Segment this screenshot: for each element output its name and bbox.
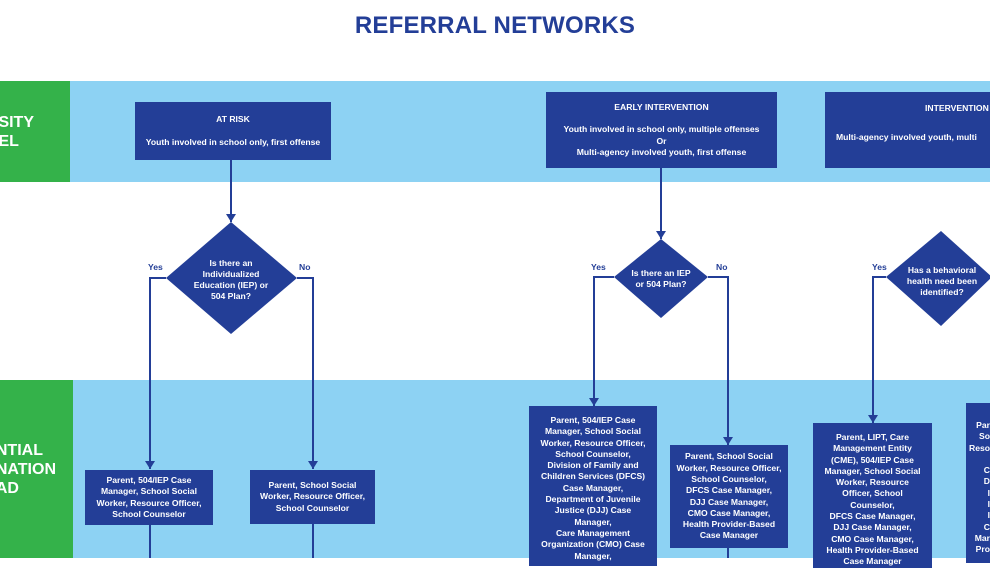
arrow-head xyxy=(868,415,878,423)
outcome-text: Parent, School Social Worker, Resource O… xyxy=(260,480,365,513)
outcome-box-at-risk-yes: Parent, 504/IEP Case Manager, School Soc… xyxy=(85,470,213,525)
outcome-text: Parent, LIPT, Care Management Entity (CM… xyxy=(824,432,921,567)
arrow-head xyxy=(308,461,318,469)
decision-diamond-1 xyxy=(166,222,297,334)
level-header: EARLY INTERVENTION xyxy=(614,101,709,112)
arrow-head xyxy=(723,437,733,445)
decision-1-yes-label: Yes xyxy=(148,262,163,272)
outcome-box-early-no: Parent, School Social Worker, Resource O… xyxy=(670,445,788,548)
outcome-text: Par So Reso C D I I I C Mar Pro xyxy=(968,420,990,555)
decision-diamond-2 xyxy=(614,239,708,318)
page-title: REFERRAL NETWORKS xyxy=(354,12,636,39)
outcome-text: Parent, School Social Worker, Resource O… xyxy=(676,451,782,541)
arrow-head xyxy=(145,461,155,469)
outcome-box-early-yes: Parent, 504/IEP Case Manager, School Soc… xyxy=(529,406,657,566)
decision-2-no-label: No xyxy=(716,262,728,272)
outcome-text: Parent, 504/IEP Case Manager, School Soc… xyxy=(96,474,202,519)
level-header: AT RISK xyxy=(216,114,250,125)
connector-decision1-yes xyxy=(149,277,166,469)
severity-level-lane-label: SITY EL xyxy=(0,81,70,182)
outcome-box-intervention-no: Par So Reso C D I I I C Mar Pro xyxy=(966,403,990,563)
outcome-box-intervention-yes: Parent, LIPT, Care Management Entity (CM… xyxy=(813,423,932,568)
outcome-box-at-risk-no: Parent, School Social Worker, Resource O… xyxy=(250,470,375,524)
initial-coordination-lane-label: NTIAL NATION AD xyxy=(0,380,73,558)
decision-2-yes-label: Yes xyxy=(591,262,606,272)
decision-1-no-label: No xyxy=(299,262,311,272)
decision-diamond-3 xyxy=(886,231,990,326)
connector-decision1-no xyxy=(297,277,314,469)
level-box-at-risk: AT RISK Youth involved in school only, f… xyxy=(135,102,331,160)
level-header: INTERVENTION xyxy=(925,103,989,113)
arrow-head xyxy=(226,214,236,222)
arrow-head xyxy=(656,231,666,239)
decision-question-3: Has a behavioral health need been identi… xyxy=(906,265,978,297)
decision-question-1: Is there an Individualized Education (IE… xyxy=(193,258,269,301)
arrow-head xyxy=(589,398,599,406)
level-description: Multi-agency involved youth, multi xyxy=(836,132,977,143)
level-box-early-intervention: EARLY INTERVENTION Youth involved in sch… xyxy=(546,92,777,168)
level-box-intervention: INTERVENTION Multi-agency involved youth… xyxy=(825,92,990,168)
severity-level-label-text: SITY EL xyxy=(0,113,34,150)
level-description: Youth involved in school only, multiple … xyxy=(563,124,760,157)
initial-coordination-label-text: NTIAL NATION AD xyxy=(0,441,56,497)
decision-3-yes-label: Yes xyxy=(872,262,887,272)
connector-decision2-yes xyxy=(593,276,614,406)
connector-decision3-yes xyxy=(872,276,886,423)
decision-question-2: Is there an IEP or 504 Plan? xyxy=(631,268,691,289)
outcome-text: Parent, 504/IEP Case Manager, School Soc… xyxy=(540,415,646,561)
connector-decision2-no xyxy=(708,276,729,445)
level-description: Youth involved in school only, first off… xyxy=(145,136,321,147)
